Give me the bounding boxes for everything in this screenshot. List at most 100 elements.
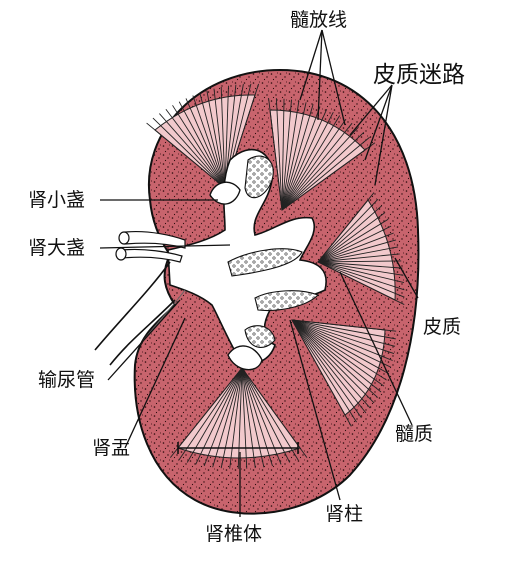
label-renal-pyramid: 肾椎体 — [205, 523, 262, 545]
calyx-top — [209, 181, 241, 205]
medullary-ray-line — [241, 367, 273, 467]
medullary-ray-line — [317, 261, 405, 305]
sinus-fat-1 — [244, 155, 274, 199]
medullary-ray-line — [186, 367, 243, 463]
medullary-ray-line — [281, 104, 314, 211]
medullary-ray-line — [241, 367, 291, 463]
medullary-ray-line — [291, 319, 362, 418]
medullary-ray-line — [199, 92, 226, 189]
renal-pyramids — [146, 83, 405, 469]
medullary-ray-line — [213, 88, 226, 189]
pyramid-base-bracket — [177, 442, 299, 454]
medullary-ray-line — [220, 86, 226, 189]
medullary-ray-line — [291, 319, 367, 414]
medullary-ray-line — [317, 205, 382, 263]
leader-lines — [99, 29, 419, 517]
medullary-ray-line — [291, 319, 396, 340]
medullary-ray-line — [203, 367, 243, 467]
medullary-ray-line — [169, 367, 243, 458]
medullary-ray-line — [281, 109, 328, 211]
label-medullary-rays: 髓放线 — [290, 9, 347, 31]
medullary-ray-line — [185, 98, 226, 189]
sinus-fat-2 — [227, 248, 303, 277]
medullary-ray-line — [291, 319, 390, 375]
sinus-fat-4 — [244, 325, 276, 348]
medullary-ray-line — [281, 106, 321, 211]
medullary-ray-line — [172, 105, 226, 189]
medullary-ray-line — [317, 246, 399, 263]
medullary-ray-line — [281, 137, 370, 211]
medullary-ray-line — [220, 367, 243, 469]
medullary-ray-line — [291, 319, 357, 423]
medullary-ray-line — [159, 113, 226, 189]
ureter — [94, 261, 176, 366]
medullary-ray-line — [178, 367, 243, 461]
medullary-ray-line — [317, 212, 386, 263]
medullary-ray-line — [317, 261, 405, 298]
renal-vessels — [115, 230, 186, 263]
medullary-ray-line — [281, 100, 300, 211]
label-cortex: 皮质 — [423, 316, 461, 338]
label-minor-calyx: 肾小盏 — [28, 189, 85, 211]
label-cortical-labyrinth: 皮质迷路 — [373, 62, 465, 88]
medullary-ray-line — [291, 319, 397, 332]
medullary-ray-line — [281, 99, 292, 211]
medullary-ray-line — [317, 232, 394, 263]
medullary-ray-line — [152, 117, 226, 189]
medullary-ray-line — [281, 102, 307, 211]
medullary-ray-line — [281, 115, 341, 211]
medullary-ray-line — [241, 367, 299, 461]
medullary-ray-line — [241, 367, 248, 469]
medullary-ray-line — [317, 261, 404, 276]
medullary-ray-line — [146, 122, 226, 189]
medullary-ray-line — [317, 261, 405, 283]
medullary-ray-line — [291, 319, 375, 404]
sinus-fat-3 — [254, 290, 319, 311]
medullary-ray-line — [241, 367, 308, 458]
medullary-ray-line — [178, 101, 226, 189]
medullary-ray-line — [317, 239, 397, 263]
label-medulla: 髓质 — [395, 423, 433, 445]
medullary-ray-line — [291, 319, 387, 381]
medullary-ray-line — [281, 131, 365, 211]
medullary-ray-line — [291, 319, 395, 354]
medullary-ray-line — [291, 319, 352, 427]
label-major-calyx: 肾大盏 — [28, 237, 85, 259]
calyx-bottom — [227, 345, 263, 371]
medullary-ray-line — [241, 367, 256, 469]
medullary-ray-line — [291, 319, 396, 347]
medullary-ray-line — [317, 260, 402, 263]
medullary-ray-line — [224, 85, 229, 189]
medullary-ray-line — [317, 218, 389, 263]
medullary-ray-line — [165, 108, 226, 189]
medullary-ray-line — [317, 198, 379, 263]
medullary-ray-line — [281, 98, 285, 211]
medullary-ray-line — [229, 367, 243, 469]
medullary-ray-line — [291, 319, 385, 387]
medullary-ray-line — [291, 319, 382, 393]
label-ureter: 输尿管 — [38, 369, 95, 391]
medullary-ray-line — [275, 98, 283, 211]
medullary-ray-line — [317, 261, 405, 291]
medullary-ray-line — [291, 319, 379, 398]
medullary-ray-line — [281, 127, 359, 211]
label-renal-pelvis: 肾盂 — [92, 437, 130, 459]
medullary-ray-line — [237, 367, 243, 469]
medullary-ray-line — [291, 319, 371, 409]
medullary-ray-line — [281, 118, 347, 211]
medullary-ray-line — [317, 225, 392, 263]
medullary-ray-line — [268, 97, 283, 211]
medullary-ray-line — [317, 261, 403, 269]
medullary-ray-line — [241, 367, 265, 468]
medullary-ray-line — [317, 192, 375, 263]
label-renal-column: 肾柱 — [325, 503, 363, 525]
medullary-ray-line — [281, 142, 376, 211]
medullary-ray-line — [291, 319, 393, 361]
medullary-ray-line — [281, 111, 334, 211]
medullary-ray-line — [291, 319, 392, 368]
medullary-ray-line — [206, 90, 226, 189]
medullary-ray-line — [317, 253, 400, 263]
medullary-ray-line — [192, 95, 226, 189]
